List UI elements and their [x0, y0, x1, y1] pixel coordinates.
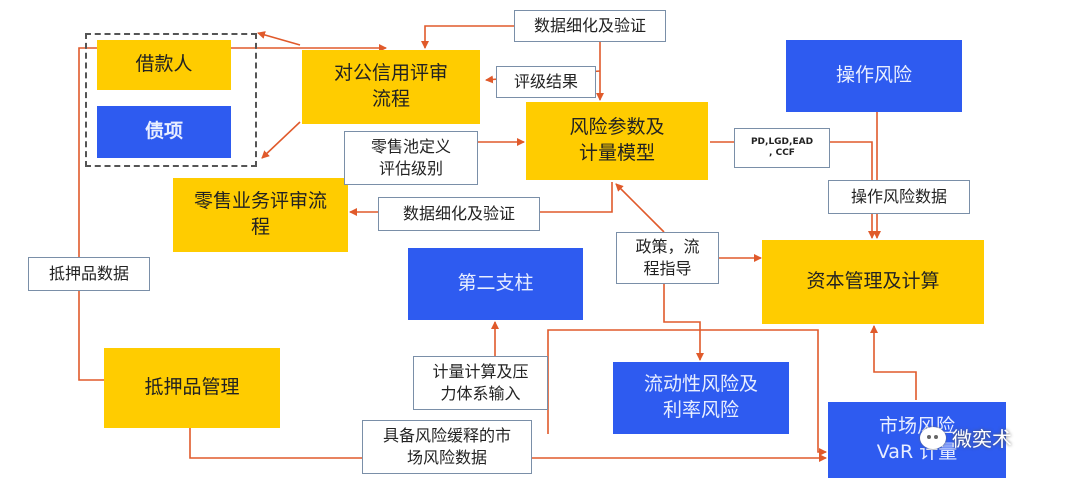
arrow-policy-to-liquidity: [663, 282, 704, 361]
label-policy-process-guide: 政策，流 程指导: [616, 232, 719, 284]
node-corporate-credit-review[interactable]: 对公信用评审 流程: [302, 50, 480, 124]
label-pd-lgd-ead-ccf: PD,LGD,EAD , CCF: [734, 128, 830, 168]
arrow-policy-to-model: [615, 183, 665, 233]
node-borrower[interactable]: 借款人: [97, 40, 231, 90]
node-retail-review[interactable]: 零售业务评审流 程: [173, 178, 348, 252]
node-operational-risk[interactable]: 操作风险: [786, 40, 962, 112]
node-debt-item[interactable]: 债项: [97, 106, 231, 158]
node-capital-management[interactable]: 资本管理及计算: [762, 240, 984, 324]
label-retail-pool-definition: 零售池定义 评估级别: [344, 131, 478, 185]
borrower-debt-group: [85, 33, 257, 167]
label-operational-risk-data: 操作风险数据: [828, 180, 970, 214]
watermark-text: 微奕术: [952, 427, 1012, 451]
arrow-collateral-to-market: [189, 428, 827, 462]
node-pillar-two[interactable]: 第二支柱: [408, 248, 583, 320]
node-liquidity-rate-risk[interactable]: 流动性风险及 利率风险: [613, 362, 789, 434]
arrow-marketdata-to-pillar: [547, 329, 827, 456]
node-collateral-management[interactable]: 抵押品管理: [104, 348, 280, 428]
label-rating-result: 评级结果: [496, 66, 596, 98]
label-collateral-data: 抵押品数据: [28, 257, 150, 291]
arrow-corporate-to-debt: [261, 121, 301, 159]
arrow-corporate-to-borrower: [257, 31, 301, 46]
arrow-collateral-to-corporate: [78, 44, 387, 381]
label-data-refine-verify-top: 数据细化及验证: [514, 10, 666, 42]
wechat-icon: [920, 426, 946, 449]
watermark: 微奕术: [920, 423, 1012, 452]
label-data-refine-verify-mid: 数据细化及验证: [378, 197, 540, 231]
label-measurement-stress-input: 计量计算及压 力体系输入: [413, 356, 548, 410]
arrow-market-to-capital: [870, 325, 917, 400]
label-market-risk-data: 具备风险缓释的市 场风险数据: [362, 420, 532, 474]
node-risk-params-model[interactable]: 风险参数及 计量模型: [526, 102, 708, 180]
